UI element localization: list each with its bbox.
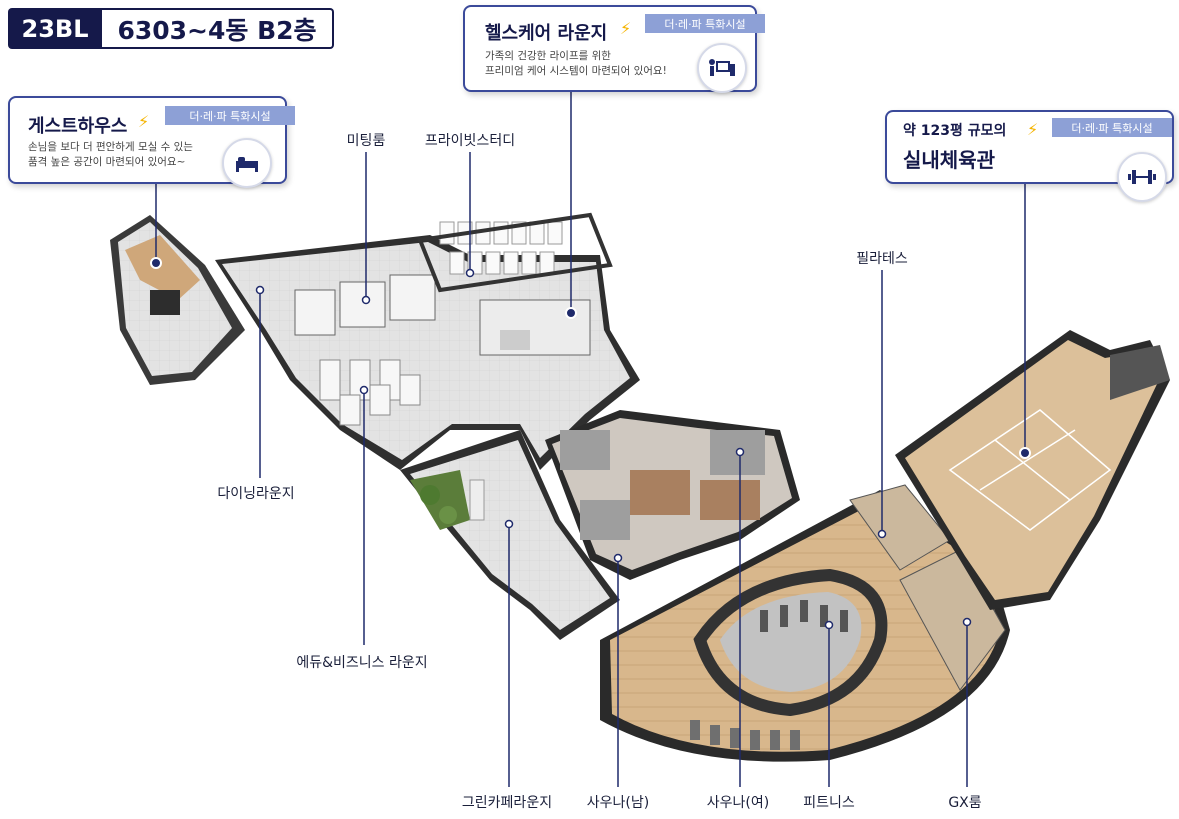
bed-icon (222, 138, 272, 188)
special-facility-tag: 더·레·파 특화시설 (1052, 118, 1172, 137)
label-edu-biz-lounge: 에듀&비즈니스 라운지 (296, 655, 428, 671)
label-pilates: 필라테스 (856, 251, 908, 267)
sparkle-icon: ⚡ (138, 112, 150, 131)
guesthouse-callout: 게스트하우스 ⚡ 더·레·파 특화시설 손님을 보다 더 편안하게 모실 수 있… (8, 96, 295, 188)
building-floor-title: 6303~4동 B2층 (102, 8, 334, 49)
gym-area (895, 330, 1170, 610)
healthcare-desc-line-1: 가족의 건강한 라이프를 위한 (485, 50, 611, 62)
label-meeting-room: 미팅룸 (346, 133, 386, 149)
label-sauna-male: 사우나(남) (586, 795, 650, 811)
label-gx-room: GX룸 (948, 795, 982, 811)
guesthouse-desc-line-2: 품격 높은 공간이 마련되어 있어요~ (28, 156, 186, 168)
special-facility-tag: 더·레·파 특화시설 (165, 106, 295, 125)
label-sauna-female: 사우나(여) (706, 795, 770, 811)
healthcare-desc-line-2: 프리미엄 케어 시스템이 마련되어 있어요! (485, 65, 667, 77)
leader-dots (150, 257, 1031, 459)
label-fitness: 피트니스 (803, 795, 855, 811)
dumbbell-icon (1117, 152, 1167, 202)
sparkle-icon: ⚡ (620, 19, 632, 38)
gym-callout: 약 123평 규모의 ⚡ 더·레·파 특화시설 실내체육관 (885, 110, 1174, 202)
guesthouse-area (110, 215, 245, 385)
gym-title: 실내체육관 (903, 148, 995, 172)
guesthouse-desc-line-1: 손님을 보다 더 편안하게 모실 수 있는 (28, 141, 193, 153)
label-dining-lounge: 다이닝라운지 (217, 486, 295, 502)
block-header: 23BL 6303~4동 B2층 (8, 8, 334, 49)
healthcare-title: 헬스케어 라운지 (485, 23, 608, 44)
label-green-cafe: 그린카페라운지 (461, 795, 553, 811)
lounge-area (215, 212, 640, 470)
healthcare-callout: 헬스케어 라운지 ⚡ 더·레·파 특화시설 가족의 건강한 라이프를 위한 프리… (463, 5, 765, 93)
label-private-study: 프라이빗스터디 (424, 133, 516, 149)
fitness-area (600, 484, 1010, 762)
edu-corridor (400, 430, 620, 640)
guesthouse-title: 게스트하우스 (28, 116, 128, 137)
gym-prefix: 약 123평 규모의 (903, 123, 1007, 139)
sparkle-icon: ⚡ (1027, 120, 1039, 139)
block-number: 23BL (8, 8, 102, 49)
special-facility-tag: 더·레·파 특화시설 (645, 14, 765, 33)
leader-lines (155, 87, 1026, 787)
health-monitor-icon (697, 43, 747, 93)
